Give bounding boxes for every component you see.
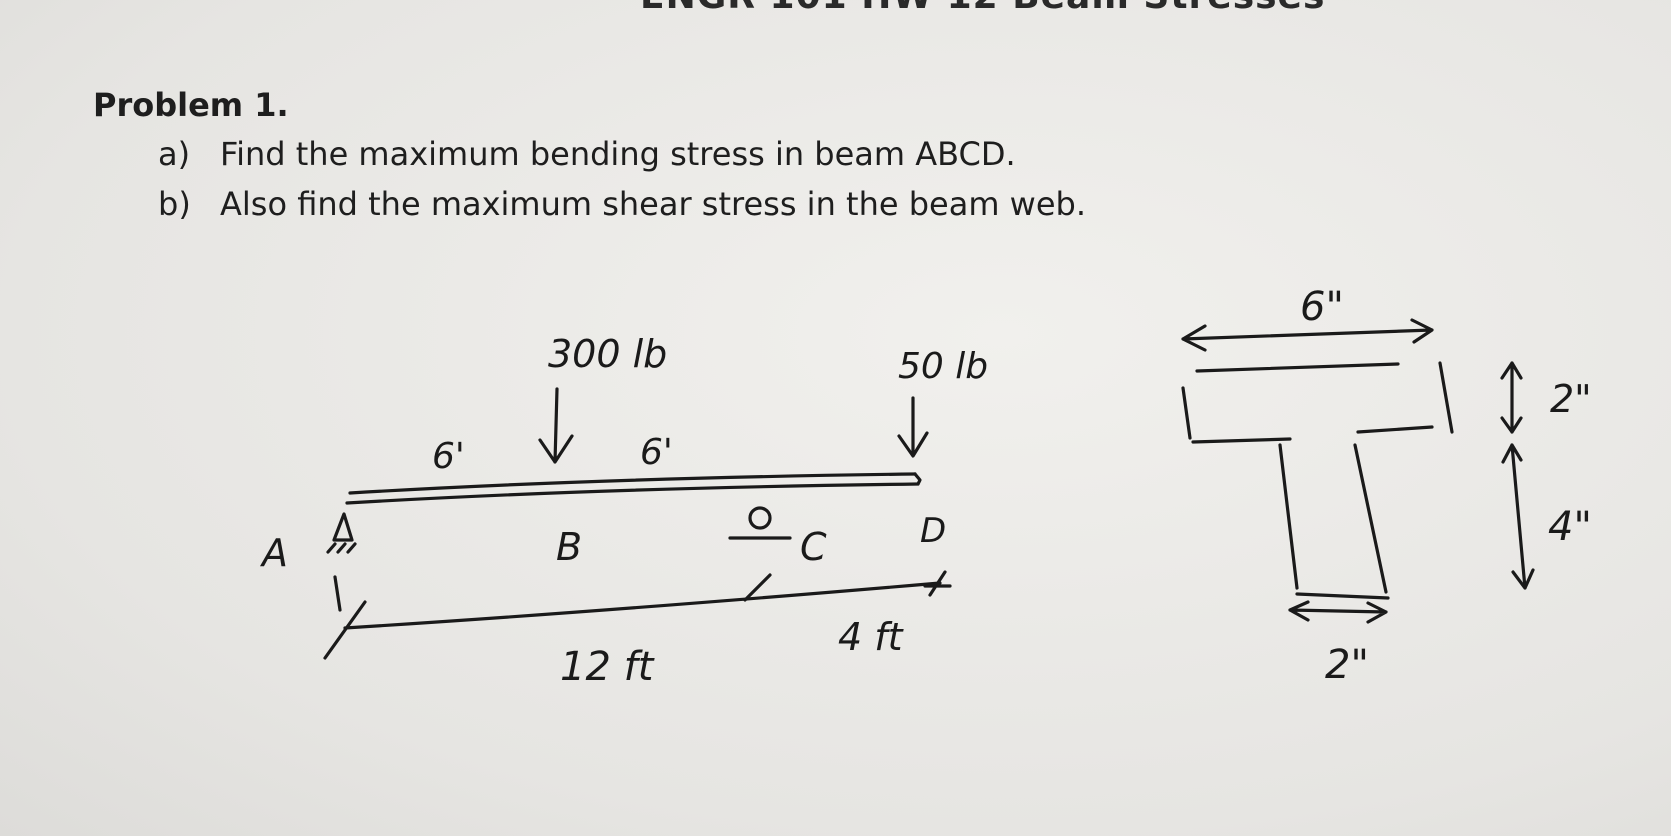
flange-top-edge [1195,362,1400,373]
web-height-label: 4" [1548,504,1592,550]
beam-diagram: 300 lb 50 lb 6' 6' A B C D 12 ft 4 ft [259,332,988,690]
flange-thickness-label: 2" [1550,377,1592,421]
load-arrow-50 [897,396,929,458]
web-width-label: 2" [1325,642,1369,688]
length-label-4ft: 4 ft [838,615,905,659]
part-b-text: Also find the maximum shear stress in th… [220,185,1086,223]
flange-thickness-arrow [1500,361,1523,434]
dimension-tick-c [743,573,772,602]
web-left-edge [1278,443,1299,590]
span-label-right: 6' [640,432,673,473]
flange-left-edge [1181,386,1192,440]
beam-end-cap [913,472,922,486]
part-b-label: b) [158,185,191,223]
length-label-12ft: 12 ft [560,644,655,690]
part-a-label: a) [158,135,191,173]
problem-part-a: a) Find the maximum bending stress in bea… [158,135,1016,173]
web-width-arrow [1288,600,1388,624]
support-base-hatch [326,542,357,554]
span-label-left: 6' [432,436,465,477]
load-label-300: 300 lb [548,332,667,376]
roller-support-icon [748,506,772,530]
pin-support-icon [332,512,354,542]
web-height-arrow [1501,443,1535,590]
problem-title: Problem 1. [93,86,289,124]
dimension-tick-d [923,570,952,597]
load-arrow-300 [538,387,574,464]
web-right-edge [1353,443,1388,594]
web-bottom-edge [1295,592,1390,600]
beam-top-inner-line [345,482,920,505]
dimension-tick-a [323,575,367,660]
t-section-diagram: 6" 2" 4" 2" [1181,284,1592,688]
point-label-a: A [259,531,288,575]
flange-width-arrow [1181,318,1434,352]
point-label-d: D [920,511,946,551]
point-label-b: B [556,525,582,569]
flange-bottom-right [1356,425,1434,434]
load-label-50: 50 lb [898,346,988,387]
part-a-text: Find the maximum bending stress in beam … [220,135,1016,173]
flange-width-label: 6" [1300,284,1344,330]
point-label-c: C [800,525,827,569]
beam-top-line [348,472,917,495]
header-title: ENGR 101 HW 12 Beam Stresses [640,0,1325,17]
problem-part-b: b) Also find the maximum shear stress in … [158,185,1086,223]
dimension-line [343,581,942,630]
flange-right-edge [1438,361,1454,434]
flange-bottom-left [1191,437,1292,444]
